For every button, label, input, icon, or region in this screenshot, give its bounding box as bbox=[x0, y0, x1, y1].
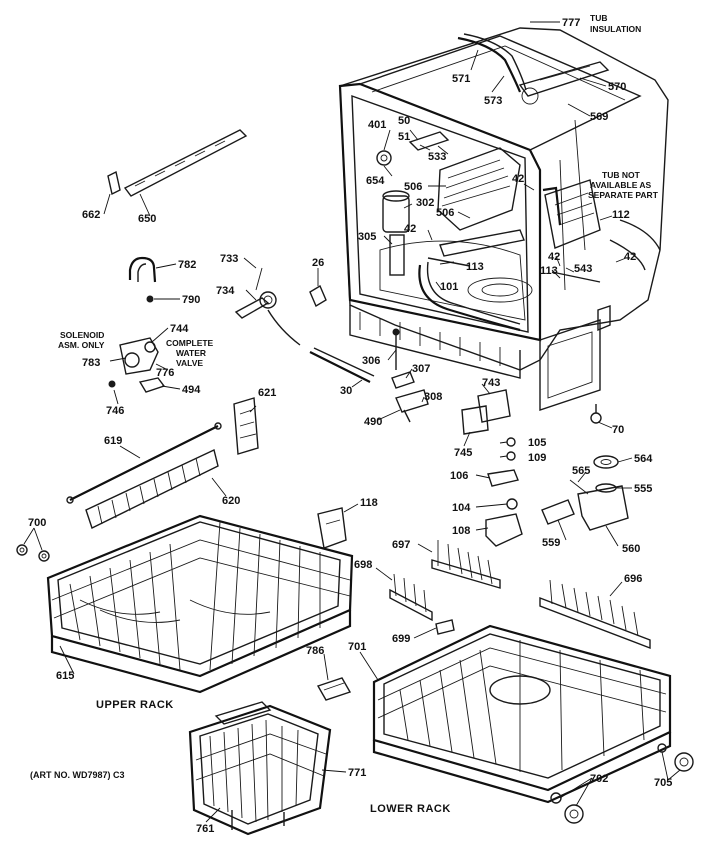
callout-506b: 506 bbox=[436, 207, 454, 219]
callout-746: 746 bbox=[106, 405, 124, 417]
note-solenoid-1: SOLENOID bbox=[60, 330, 104, 340]
note-tub-not-available-3: SEPARATE PART bbox=[588, 190, 659, 200]
callout-777: 777 bbox=[562, 17, 580, 29]
callout-555: 555 bbox=[634, 483, 652, 495]
callout-701: 701 bbox=[348, 641, 366, 653]
callout-559: 559 bbox=[542, 537, 560, 549]
callout-734: 734 bbox=[216, 285, 235, 297]
callout-302: 302 bbox=[416, 197, 434, 209]
callout-570: 570 bbox=[608, 81, 626, 93]
callout-401: 401 bbox=[368, 119, 386, 131]
left-parts bbox=[66, 129, 602, 529]
callout-697: 697 bbox=[392, 539, 410, 551]
note-tub-insulation-1: TUB bbox=[590, 13, 607, 23]
callout-113b: 113 bbox=[540, 265, 558, 277]
note-complete-valve-2: WATER bbox=[176, 348, 206, 358]
callout-696: 696 bbox=[624, 573, 642, 585]
upper-rack bbox=[16, 507, 354, 694]
callout-30: 30 bbox=[340, 385, 352, 397]
note-complete-valve-3: VALVE bbox=[176, 358, 203, 368]
callout-733: 733 bbox=[220, 253, 238, 265]
callout-776: 776 bbox=[156, 367, 174, 379]
callout-619: 619 bbox=[104, 435, 122, 447]
callout-650: 650 bbox=[138, 213, 156, 225]
callout-108: 108 bbox=[452, 525, 470, 537]
callout-112: 112 bbox=[612, 209, 630, 221]
callout-70: 70 bbox=[612, 424, 624, 436]
callout-490: 490 bbox=[364, 416, 382, 428]
callout-109: 109 bbox=[528, 452, 546, 464]
callout-26: 26 bbox=[312, 257, 324, 269]
section-captions: UPPER RACK LOWER RACK (ART NO. WD7987) C… bbox=[30, 699, 451, 815]
callout-620: 620 bbox=[222, 495, 240, 507]
note-complete-valve-1: COMPLETE bbox=[166, 338, 214, 348]
caption-upper-rack: UPPER RACK bbox=[96, 699, 174, 711]
note-tub-not-available-2: AVAILABLE AS bbox=[590, 180, 652, 190]
callout-560: 560 bbox=[622, 543, 640, 555]
callout-42b: 42 bbox=[404, 223, 416, 235]
callout-50: 50 bbox=[398, 115, 410, 127]
note-tub-insulation-2: INSULATION bbox=[590, 24, 641, 34]
callout-782: 782 bbox=[178, 259, 196, 271]
callout-621: 621 bbox=[258, 387, 276, 399]
callout-labels: 777 571 573 570 569 401 50 51 533 654 50… bbox=[28, 17, 672, 835]
pump-parts bbox=[485, 437, 629, 547]
lower-rack bbox=[316, 540, 694, 824]
callout-783: 783 bbox=[82, 357, 100, 369]
callout-698: 698 bbox=[354, 559, 372, 571]
annotation-notes: TUB INSULATION TUB NOT AVAILABLE AS SEPA… bbox=[58, 13, 659, 368]
callout-654: 654 bbox=[366, 175, 385, 187]
callout-571: 571 bbox=[452, 73, 470, 85]
tub-assembly bbox=[338, 27, 669, 411]
leader-lines bbox=[23, 21, 681, 823]
caption-art-number: (ART NO. WD7987) C3 bbox=[30, 770, 125, 780]
callout-42d: 42 bbox=[624, 251, 636, 263]
callout-42c: 42 bbox=[548, 251, 560, 263]
callout-771: 771 bbox=[348, 767, 366, 779]
callout-699: 699 bbox=[392, 633, 410, 645]
callout-533: 533 bbox=[428, 151, 446, 163]
callout-104: 104 bbox=[452, 502, 471, 514]
callout-494: 494 bbox=[182, 384, 201, 396]
callout-506a: 506 bbox=[404, 181, 422, 193]
callout-786: 786 bbox=[306, 645, 324, 657]
callout-306: 306 bbox=[362, 355, 380, 367]
callout-564: 564 bbox=[634, 453, 653, 465]
callout-118: 118 bbox=[360, 497, 378, 509]
callout-569: 569 bbox=[590, 111, 608, 123]
callout-543: 543 bbox=[574, 263, 592, 275]
callout-745: 745 bbox=[454, 447, 472, 459]
callout-106: 106 bbox=[450, 470, 468, 482]
callout-662: 662 bbox=[82, 209, 100, 221]
callout-615: 615 bbox=[56, 670, 74, 682]
callout-42a: 42 bbox=[512, 173, 524, 185]
caption-lower-rack: LOWER RACK bbox=[370, 803, 451, 815]
callout-305: 305 bbox=[358, 231, 376, 243]
callout-761: 761 bbox=[196, 823, 214, 835]
note-tub-not-available-1: TUB NOT bbox=[602, 170, 641, 180]
callout-565: 565 bbox=[572, 465, 590, 477]
callout-101: 101 bbox=[440, 281, 458, 293]
callout-790: 790 bbox=[182, 294, 200, 306]
callout-105: 105 bbox=[528, 437, 546, 449]
callout-743: 743 bbox=[482, 377, 500, 389]
callout-308: 308 bbox=[424, 391, 442, 403]
callout-700: 700 bbox=[28, 517, 46, 529]
callout-113a: 113 bbox=[466, 261, 484, 273]
callout-573: 573 bbox=[484, 95, 502, 107]
callout-744: 744 bbox=[170, 323, 189, 335]
callout-705: 705 bbox=[654, 777, 672, 789]
note-solenoid-2: ASM. ONLY bbox=[58, 340, 105, 350]
callout-307: 307 bbox=[412, 363, 430, 375]
silverware-basket bbox=[188, 701, 332, 836]
callout-702: 702 bbox=[590, 773, 608, 785]
callout-51: 51 bbox=[398, 131, 410, 143]
